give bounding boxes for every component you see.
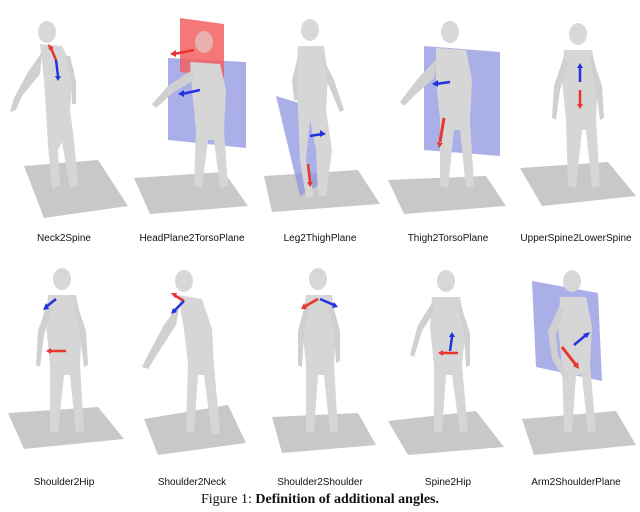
mannequin-illustration: [142, 270, 246, 455]
blue-arrow: [45, 298, 57, 308]
panel-label: Leg2ThighPlane: [283, 233, 357, 244]
blue-arrow: [435, 80, 451, 86]
panel-leg2thighplane: Leg2ThighPlane: [256, 0, 384, 248]
blue-arrow: [319, 297, 335, 307]
panel-label: Shoulder2Neck: [157, 477, 227, 488]
mannequin-illustration: [8, 268, 124, 449]
panel-shoulder2neck: Shoulder2Neck: [128, 255, 256, 503]
red-arrow: [173, 48, 195, 56]
red-arrow: [306, 163, 312, 183]
panel-label: Shoulder2Hip: [33, 477, 95, 488]
panel-label: HeadPlane2TorsoPlane: [139, 233, 245, 244]
panel-label: Neck2Spine: [37, 233, 91, 244]
panel-upperspine2lowerspine: UpperSpine2LowerSpine: [512, 0, 640, 248]
panel-arm2shoulderplane: Arm2ShoulderPlane: [512, 255, 640, 503]
panel-label: Spine2Hip: [424, 477, 472, 488]
mannequin-illustration: [522, 270, 636, 455]
mannequin-illustration: [264, 19, 380, 212]
red-arrow: [303, 297, 319, 309]
figure-caption: Figure 1: Definition of additional angle…: [0, 492, 640, 508]
caption-prefix: Figure 1:: [200, 492, 252, 507]
mannequin-illustration: [388, 270, 504, 455]
mannequin-illustration: [520, 23, 636, 206]
caption-title: Definition of additional angles.: [255, 492, 440, 507]
panel-label: Arm2ShoulderPlane: [531, 477, 621, 488]
panel-spine2hip: Spine2Hip: [384, 255, 512, 503]
mannequin-illustration: [272, 268, 376, 453]
panel-shoulder2shoulder: Shoulder2Shoulder: [256, 255, 384, 503]
panel-thigh2torsoplane: Thigh2TorsoPlane: [384, 0, 512, 248]
panel-label: UpperSpine2LowerSpine: [520, 233, 632, 244]
red-arrow: [438, 117, 446, 143]
panel-label: Thigh2TorsoPlane: [407, 233, 489, 244]
blue-arrow: [54, 59, 60, 77]
blue-arrow: [573, 334, 587, 346]
panel-shoulder2hip: Shoulder2Hip: [0, 255, 128, 503]
panel-label: Shoulder2Shoulder: [277, 477, 363, 488]
panel-headplane2torsoplane: HeadPlane2TorsoPlane: [128, 0, 256, 248]
blue-arrow: [448, 336, 454, 352]
blue-arrow: [181, 88, 201, 96]
panel-neck2spine: Neck2Spine: [0, 0, 128, 248]
mannequin-illustration: [134, 18, 248, 214]
blue-arrow: [173, 300, 185, 312]
mannequin-illustration: [388, 21, 506, 214]
red-arrow: [560, 346, 578, 366]
mannequin-illustration: [10, 21, 128, 218]
